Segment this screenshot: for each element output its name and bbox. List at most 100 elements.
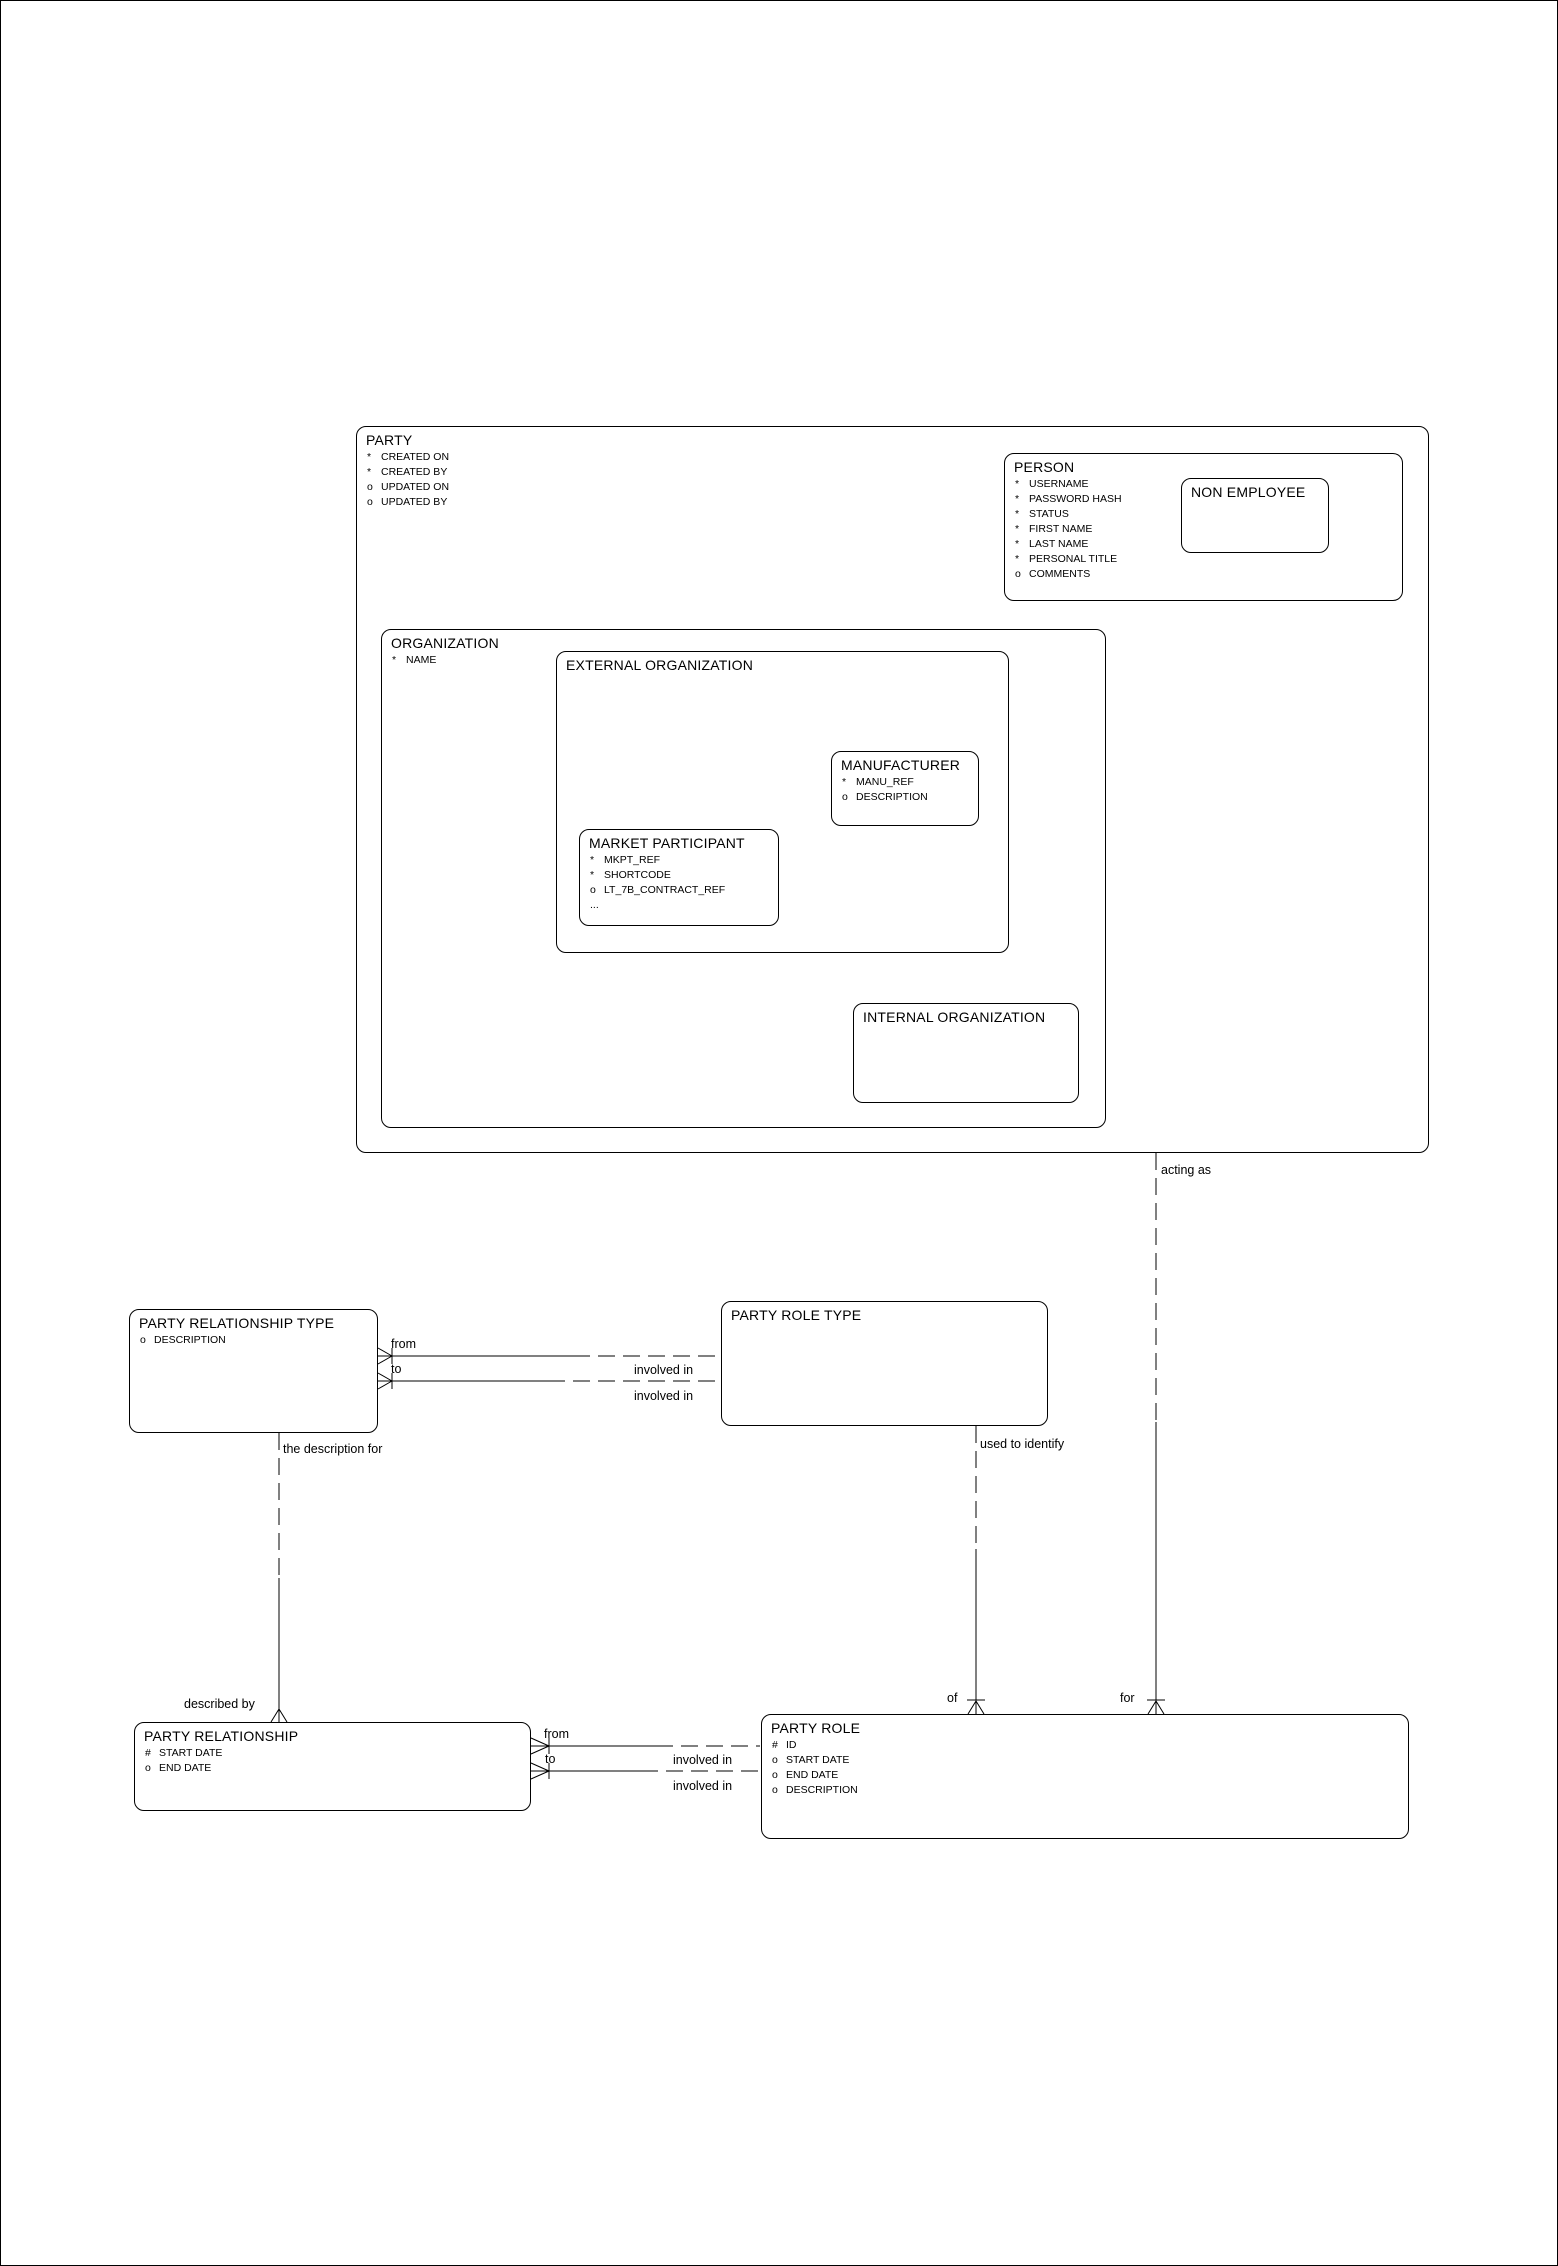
relationship-label-the-description-for: the description for (283, 1442, 383, 1456)
crows-foot-icon (377, 1347, 393, 1365)
attribute-row: * PASSWORD HASH (1015, 492, 1398, 507)
entity-non-employee[interactable]: NON EMPLOYEE (1181, 478, 1329, 553)
attribute-row: o START DATE (772, 1753, 1404, 1768)
attribute-name: MANU_REF (856, 776, 914, 788)
entity-title: PARTY RELATIONSHIP (144, 1728, 299, 1744)
attribute-name: ID (786, 1739, 797, 1751)
attribute-marker: o (145, 1762, 151, 1774)
relationship-label-acting-as: acting as (1161, 1163, 1212, 1177)
entity-title: EXTERNAL ORGANIZATION (566, 657, 753, 673)
attribute-marker: o (772, 1769, 778, 1781)
attribute-name: COMMENTS (1029, 568, 1091, 580)
attribute-marker: * (842, 776, 847, 788)
attribute-name: UPDATED ON (381, 481, 450, 493)
entity-party-relationship-type[interactable]: PARTY RELATIONSHIP TYPE o DESCRIPTION (129, 1309, 378, 1433)
relationship-label-for: for (1120, 1691, 1135, 1705)
crows-foot-icon (967, 1699, 985, 1715)
relationship-label-involved-in: involved in (673, 1753, 733, 1767)
attribute-row: o DESCRIPTION (140, 1333, 373, 1348)
relationship-rel-from-line[interactable] (530, 1737, 760, 1755)
relationship-used-to-identify-line[interactable] (967, 1426, 985, 1715)
attribute-row: *FIRST NAME (1015, 522, 1398, 537)
attribute-marker: o (772, 1754, 778, 1766)
entity-title: PARTY (366, 432, 413, 448)
attribute-row: # START DATE (145, 1746, 526, 1761)
entity-title: PARTY ROLE (771, 1720, 861, 1736)
attribute-marker: * (1015, 508, 1020, 520)
attribute-name: PERSONAL TITLE (1029, 553, 1118, 565)
attribute-marker: * (1015, 553, 1020, 565)
entity-party-relationship[interactable]: PARTY RELATIONSHIP # START DATE o END DATE (134, 1722, 531, 1811)
relationship-description-line[interactable] (270, 1433, 288, 1723)
entity-title: MARKET PARTICIPANT (589, 835, 745, 851)
crows-foot-icon (377, 1372, 393, 1390)
attribute-marker: o (367, 481, 373, 493)
attribute-row: *LAST NAME (1015, 537, 1398, 552)
entity-internal-organization[interactable]: INTERNAL ORGANIZATION (853, 1003, 1079, 1103)
attribute-row: * PERSONAL TITLE (1015, 552, 1398, 567)
attribute-list: *NAME (382, 651, 1105, 668)
attribute-name: NAME (406, 654, 437, 666)
attribute-marker: * (1015, 493, 1020, 505)
attribute-marker: * (590, 854, 595, 866)
attribute-marker: o (1015, 568, 1021, 580)
relationship-label-used-to-identify: used to identify (980, 1437, 1065, 1451)
attribute-name: START DATE (159, 1747, 223, 1759)
relationship-rel-to-line[interactable] (530, 1762, 760, 1780)
relationship-label-involved-in: involved in (634, 1389, 694, 1403)
attribute-name: DESCRIPTION (856, 791, 928, 803)
attribute-marker: * (590, 869, 595, 881)
entity-title: INTERNAL ORGANIZATION (863, 1009, 1046, 1025)
relationship-acting-as-line[interactable] (1147, 1153, 1165, 1715)
attribute-row: *MKPT_REF (590, 853, 774, 868)
entity-market-participant[interactable]: MARKET PARTICIPANT *MKPT_REF *SHORTCODE … (579, 829, 779, 926)
entity-title: PARTY ROLE TYPE (731, 1307, 862, 1323)
attribute-marker: o (367, 496, 373, 508)
entity-title: ORGANIZATION (391, 635, 499, 651)
attribute-marker: # (145, 1747, 151, 1759)
relationship-label-of: of (947, 1691, 958, 1705)
relationship-label-involved-in: involved in (673, 1779, 733, 1793)
attribute-name: PASSWORD HASH (1029, 493, 1122, 505)
attribute-row: * MANU_REF (842, 775, 974, 790)
attribute-name: CREATED BY (381, 466, 448, 478)
crows-foot-icon (270, 1708, 288, 1723)
attribute-marker: ... (590, 899, 599, 911)
attribute-row: o COMMENTS (1015, 567, 1398, 582)
attribute-row: ... (590, 898, 774, 913)
relationship-type-from-line[interactable] (377, 1347, 720, 1365)
relationship-type-to-line[interactable] (377, 1372, 720, 1390)
relationship-label-to: to (545, 1752, 556, 1766)
attribute-marker: o (140, 1334, 146, 1346)
entity-party-role-type[interactable]: PARTY ROLE TYPE (721, 1301, 1048, 1426)
attribute-row: *CREATED ON (367, 450, 1424, 465)
attribute-name: LT_7B_CONTRACT_REF (604, 884, 726, 896)
attribute-row: o UPDATED ON (367, 480, 1424, 495)
attribute-list: o DESCRIPTION (130, 1331, 377, 1348)
attribute-name: DESCRIPTION (786, 1784, 858, 1796)
attribute-marker: * (367, 466, 372, 478)
attribute-row: o END DATE (145, 1761, 526, 1776)
attribute-name: END DATE (159, 1762, 212, 1774)
entity-title: PARTY RELATIONSHIP TYPE (139, 1315, 335, 1331)
attribute-name: FIRST NAME (1029, 523, 1093, 535)
attribute-row: #ID (772, 1738, 1404, 1753)
attribute-name: UPDATED BY (381, 496, 448, 508)
attribute-name: START DATE (786, 1754, 850, 1766)
attribute-marker: * (1015, 538, 1020, 550)
attribute-name: DESCRIPTION (154, 1334, 226, 1346)
relationship-label-described-by: described by (184, 1697, 255, 1711)
relationship-label-to: to (391, 1362, 402, 1376)
attribute-row: o UPDATED BY (367, 495, 1424, 510)
attribute-name: STATUS (1029, 508, 1069, 520)
